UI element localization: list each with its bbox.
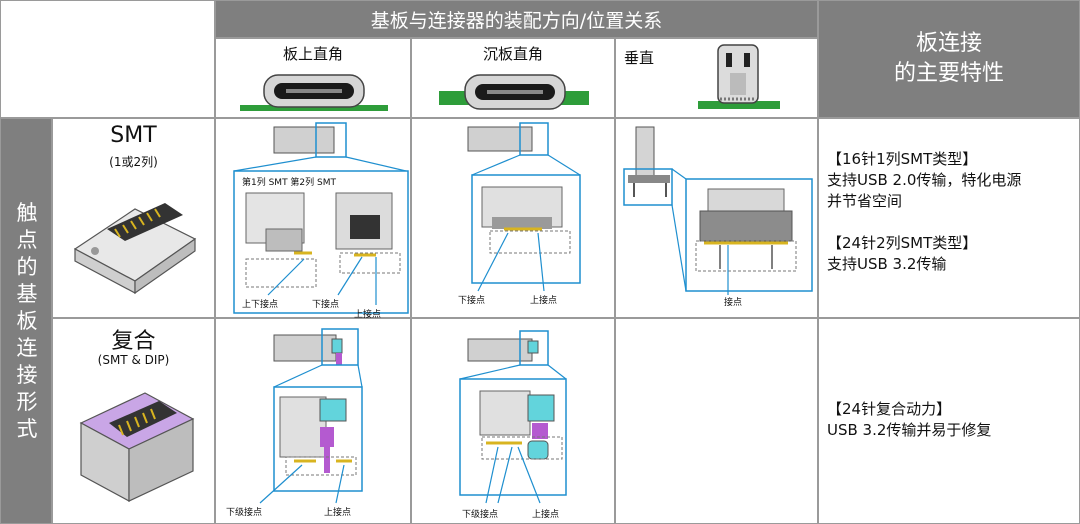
hybrid-midmount-cell: 下级接点 上接点 — [411, 318, 615, 524]
smt-midmount-cell: 下接点 上接点 — [411, 118, 615, 318]
col-label-vertical: 垂直 — [624, 49, 655, 67]
smt-onboard-label-upper: 上接点 — [354, 310, 382, 320]
col-header-midmount: 沉板直角 — [411, 38, 615, 118]
type-title-hybrid: 复合 — [111, 329, 156, 354]
smt-description-cell: 【16针1列SMT类型】 支持USB 2.0传输，特化电源 并节省空间 【24针… — [818, 118, 1080, 318]
side-title-bar: 触点的基板连接形式 — [0, 118, 52, 524]
smt-vertical-diagram — [623, 126, 813, 295]
hybrid-midmount-label-upper: 上接点 — [532, 510, 560, 520]
type-title-smt: SMT — [110, 123, 157, 148]
hybrid-onboard-label-upper: 上接点 — [324, 508, 352, 518]
header-right-line2: 的主要特性 — [893, 61, 1004, 86]
header-characteristics: 板连接 的主要特性 — [818, 0, 1080, 118]
side-title: 触点的基板连接形式 — [1, 119, 53, 523]
side-title-char: 形 — [16, 389, 38, 414]
col-header-vertical: 垂直 — [615, 38, 818, 118]
smt-onboard-label-updown: 上下接点 — [242, 300, 279, 310]
side-title-char: 点 — [16, 227, 38, 252]
type-cell-hybrid: 复合 (SMT & DIP) — [52, 318, 215, 524]
smt-midmount-label-upper: 上接点 — [530, 296, 558, 306]
side-title-char: 连 — [16, 335, 38, 360]
smt-vertical-label-contact: 接点 — [724, 298, 743, 308]
col-label-midmount: 沉板直角 — [482, 45, 543, 63]
hybrid-onboard-label-lower: 下级接点 — [226, 508, 263, 518]
smt-onboard-top-note: 第1列 SMT 第2列 SMT — [242, 178, 336, 188]
side-title-char: 板 — [16, 308, 38, 333]
smt-onboard-label-lower: 下接点 — [312, 300, 340, 310]
hybrid-onboard-diagram — [259, 328, 363, 504]
connector-midmount-image — [439, 74, 589, 110]
smt-midmount-diagram — [467, 122, 581, 292]
side-title-char: 接 — [16, 362, 38, 387]
hybrid-vertical-cell-empty — [615, 318, 818, 524]
side-title-char: 的 — [16, 254, 38, 279]
type-cell-smt: SMT (1或2列) — [52, 118, 215, 318]
hybrid-description-cell: 【24针复合动力】 USB 3.2传输并易于修复 — [818, 318, 1080, 524]
smt-connector-image — [73, 203, 197, 295]
side-title-char: 基 — [16, 281, 38, 306]
hybrid-midmount-diagram — [459, 330, 567, 504]
type-sub-smt: (1或2列) — [109, 155, 158, 169]
header-title: 基板与连接器的装配方向/位置关系 — [370, 9, 663, 32]
smt-midmount-label-lower: 下接点 — [458, 296, 486, 306]
connector-onboard-image — [240, 74, 388, 111]
hybrid-description: 【24针复合动力】 USB 3.2传输并易于修复 — [827, 400, 992, 439]
hybrid-connector-image — [79, 392, 195, 503]
type-sub-hybrid: (SMT & DIP) — [97, 353, 170, 367]
header-title-bar: 基板与连接器的装配方向/位置关系 — [215, 0, 818, 38]
smt-onboard-diagram — [233, 122, 409, 314]
hybrid-midmount-label-lower: 下级接点 — [462, 510, 499, 520]
header-right-line1: 板连接 — [915, 31, 982, 56]
col-label-onboard: 板上直角 — [282, 45, 343, 63]
side-title-char: 式 — [16, 416, 38, 441]
corner-blank — [0, 0, 215, 118]
col-header-onboard: 板上直角 — [215, 38, 411, 118]
smt-onboard-cell: 第1列 SMT 第2列 SMT 上下接点 下接点 上接点 — [215, 118, 411, 320]
hybrid-onboard-cell: 下级接点 上接点 — [215, 318, 411, 524]
side-title-char: 触 — [16, 200, 38, 225]
smt-description: 【16针1列SMT类型】 支持USB 2.0传输，特化电源 并节省空间 【24针… — [827, 150, 1022, 273]
smt-vertical-cell: 接点 — [615, 118, 818, 318]
connector-vertical-image — [698, 44, 780, 109]
